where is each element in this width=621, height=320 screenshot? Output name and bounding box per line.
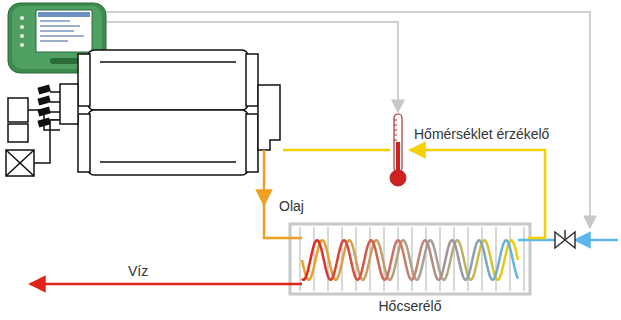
fin (509, 227, 511, 291)
hydraulic-unit (6, 50, 280, 176)
heat-exchanger: Hőcserélő (292, 226, 528, 292)
water-pipe (30, 283, 302, 286)
node-label: Hőmérséklet érzékelő (414, 126, 549, 143)
water-pipe (575, 239, 618, 242)
node-label: Hőcserélő (378, 298, 441, 315)
oil-pipe (263, 150, 266, 205)
valve-symbol (555, 230, 575, 248)
fin (425, 227, 427, 291)
temperature-sensor: Hőmérséklet érzékelő (388, 112, 408, 188)
fin (411, 227, 413, 291)
fluid-label: Víz (128, 263, 148, 280)
fin (481, 227, 483, 291)
fin (523, 227, 525, 291)
fin (439, 227, 441, 291)
coil (302, 240, 518, 280)
fin (495, 227, 497, 291)
fin (453, 227, 455, 291)
exchanger-housing (290, 224, 530, 294)
oil-pipe (283, 149, 390, 152)
fin (299, 227, 301, 291)
valve-blocks (37, 85, 50, 128)
thermometer-icon (388, 112, 408, 188)
oil-return-pipe (410, 150, 545, 238)
fin (467, 227, 469, 291)
coil (302, 240, 518, 280)
fluid-label: Olaj (279, 198, 304, 215)
